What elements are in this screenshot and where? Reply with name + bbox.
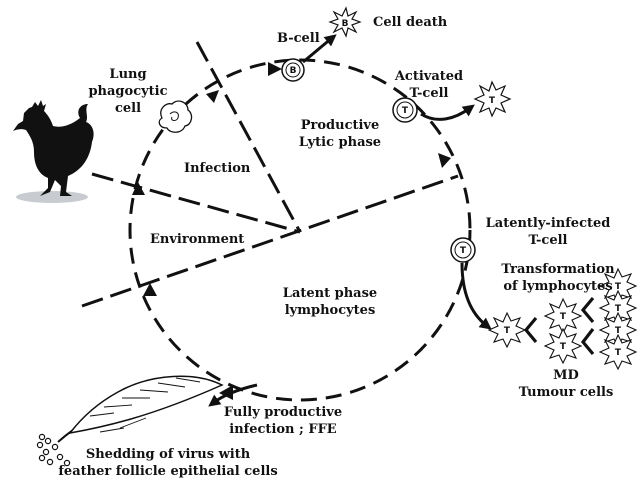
lung-phagocytic-label-line3: cell <box>115 101 141 116</box>
svg-text:B: B <box>342 19 349 29</box>
svg-text:T: T <box>504 326 511 336</box>
t-cell-icon: T <box>393 98 417 122</box>
productive-phase-label-line2: Lytic phase <box>299 135 381 150</box>
activated-t-cell-label-line1: Activated <box>394 69 463 84</box>
circle-arrow-topleft <box>206 90 219 103</box>
md-label-line1: MD <box>553 368 579 383</box>
svg-text:T: T <box>489 96 496 106</box>
svg-text:T: T <box>615 326 622 336</box>
svg-text:T: T <box>615 348 622 358</box>
latently-infected-label-line1: Latently-infected <box>486 216 611 231</box>
dead-b-cell-icon: B <box>330 8 360 36</box>
tumour-cell: T <box>600 335 636 369</box>
md-label-line2: Tumour cells <box>519 385 614 400</box>
svg-text:T: T <box>560 312 567 322</box>
b-cell-label: B-cell <box>277 31 320 46</box>
svg-text:T: T <box>460 246 467 256</box>
svg-text:T: T <box>615 304 622 314</box>
tumour-cell: T <box>489 313 525 347</box>
ffe-label-line2: infection ; FFE <box>229 422 337 437</box>
shedding-label-line2: feather follicle epithelial cells <box>58 464 277 479</box>
transformation-label-line1: Transformation <box>501 262 615 277</box>
latent-t-cell-icon: T <box>451 238 475 262</box>
lung-phagocytic-label-line2: phagocytic <box>88 84 167 99</box>
latent-phase-label-line1: Latent phase <box>283 286 377 301</box>
environment-label: Environment <box>150 232 244 247</box>
feather-icon <box>58 376 222 442</box>
latently-infected-label-line2: T-cell <box>529 233 568 248</box>
svg-text:B: B <box>290 66 297 76</box>
svg-text:T: T <box>615 282 622 292</box>
virus-particles-icon <box>37 434 69 465</box>
circle-arrow-right <box>438 153 451 168</box>
chicken-icon <box>13 100 94 203</box>
cell-death-label: Cell death <box>373 15 448 30</box>
circle-arrow-top <box>268 62 282 76</box>
arrow-to-transformation <box>462 263 487 326</box>
transformation-label-line2: of lymphocytes <box>503 279 612 294</box>
infection-label: Infection <box>184 161 251 176</box>
tumour-cell: T <box>545 329 581 363</box>
lung-phagocytic-label-line1: Lung <box>109 67 146 82</box>
activated-t-cell-icon: T <box>475 82 510 116</box>
b-cell-icon: B <box>282 59 304 81</box>
shedding-label-line1: Shedding of virus with <box>86 447 251 462</box>
arrow-tcell-to-activated <box>421 108 470 119</box>
divider-left <box>92 174 300 232</box>
ffe-label-line1: Fully productive <box>224 405 342 420</box>
svg-text:T: T <box>402 106 409 116</box>
latent-phase-label-line2: lymphocytes <box>285 303 376 318</box>
phagocytic-cell-icon <box>159 101 191 132</box>
svg-text:T: T <box>560 342 567 352</box>
productive-phase-label-line1: Productive <box>301 118 380 133</box>
activated-t-cell-label-line2: T-cell <box>410 86 449 101</box>
